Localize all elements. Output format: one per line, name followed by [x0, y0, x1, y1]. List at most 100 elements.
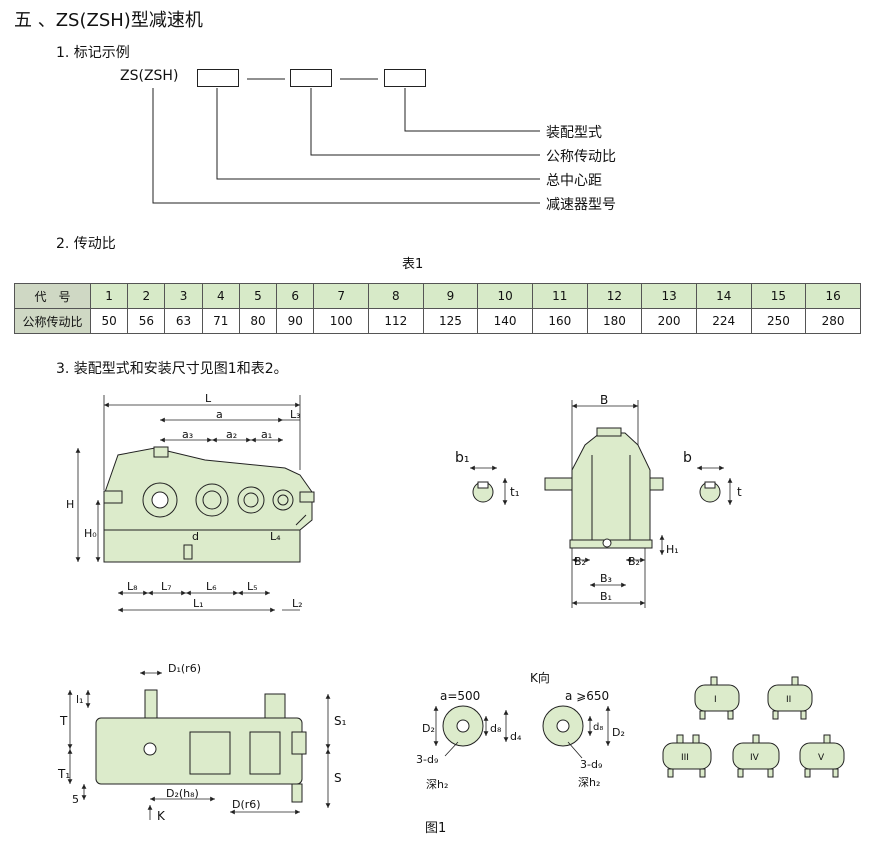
side-view — [544, 427, 664, 549]
section-title: 五 、ZS(ZSH)型减速机 — [14, 10, 203, 31]
dim-D2-left: D₂ — [422, 722, 435, 735]
dim-L4: L₄ — [270, 530, 281, 543]
table-cell: 250 — [750, 308, 807, 334]
table-cell: 90 — [276, 308, 315, 334]
label-nominal-ratio: 公称传动比 — [546, 149, 616, 165]
figure-caption: 图1 — [425, 821, 446, 836]
dim-a-650: a ⩾650 — [565, 689, 609, 703]
label-total-center-distance: 总中心距 — [546, 173, 602, 189]
table-cell: 140 — [477, 308, 533, 334]
dim-B3: B₃ — [600, 572, 612, 585]
dim-5: 5 — [72, 793, 79, 806]
assembly-type-II-label: II — [786, 695, 791, 705]
table-cell: 224 — [695, 308, 752, 334]
heading-ratio: 2. 传动比 — [56, 236, 116, 252]
assembly-type-III — [662, 734, 712, 778]
table-cell: 2 — [127, 283, 166, 309]
marking-code: ZS(ZSH) — [120, 68, 179, 84]
dim-d4: d₄ — [510, 730, 522, 743]
table-cell: 7 — [313, 283, 369, 309]
assembly-type-I-label: I — [714, 695, 717, 705]
dim-H0: H₀ — [84, 527, 97, 540]
dim-B2-right: B₂ — [628, 555, 640, 568]
assembly-type-III-label: III — [681, 753, 689, 763]
table-row: 代 号 1 2 3 4 5 6 7 8 9 10 11 12 13 14 15 … — [14, 283, 861, 309]
table-cell: 112 — [367, 308, 424, 334]
dim-l1: l₁ — [76, 693, 83, 706]
table-row: 公称传动比 50 56 63 71 80 90 100 112 125 140 … — [14, 308, 861, 334]
table-caption: 表1 — [402, 257, 424, 272]
heading-marking-example: 1. 标记示例 — [56, 45, 130, 61]
dim-L2: L₂ — [292, 597, 303, 610]
dim-a3: a₃ — [182, 428, 193, 441]
dim-H1: H₁ — [666, 543, 679, 556]
row-header-code: 代 号 — [14, 283, 91, 309]
table-cell: 10 — [477, 283, 533, 309]
table-cell: 63 — [164, 308, 203, 334]
table-cell: 50 — [89, 308, 129, 334]
dim-3-d9-left: 3-d₉ — [416, 753, 438, 766]
marking-box-3 — [384, 69, 426, 87]
dim-depth-h2-left: 深h₂ — [426, 778, 448, 791]
dim-a1: a₁ — [261, 428, 272, 441]
table-cell: 80 — [238, 308, 278, 334]
assembly-type-V-label: V — [818, 753, 825, 763]
ratio-table: 代 号 1 2 3 4 5 6 7 8 9 10 11 12 13 14 15 … — [14, 283, 861, 334]
table-cell: 14 — [695, 283, 752, 309]
label-assembly-type: 装配型式 — [546, 125, 602, 141]
table-cell: 125 — [422, 308, 479, 334]
dim-T: T — [59, 714, 68, 728]
row-header-ratio: 公称传动比 — [14, 308, 91, 334]
table-cell: 12 — [586, 283, 643, 309]
assembly-type-V — [799, 734, 845, 778]
dim-t: t — [737, 485, 742, 499]
dim-depth-h2-right: 深h₂ — [578, 776, 600, 789]
table-cell: 4 — [201, 283, 240, 309]
top-view — [95, 689, 307, 803]
table-cell: 71 — [201, 308, 240, 334]
dim-d: d — [192, 530, 199, 543]
dim-a2: a₂ — [226, 428, 237, 441]
dim-L6: L₆ — [206, 580, 217, 593]
label-reducer-model: 减速器型号 — [546, 197, 616, 213]
dim-B: B — [600, 393, 608, 407]
dim-L1: L₁ — [193, 597, 204, 610]
table-cell: 11 — [531, 283, 588, 309]
dim-L8: L₈ — [127, 580, 138, 593]
table-cell: 160 — [531, 308, 588, 334]
dim-b: b — [683, 450, 692, 466]
dim-d8-right: d₈ — [593, 722, 603, 733]
dim-L7: L₇ — [161, 580, 172, 593]
dim-K: K — [157, 809, 166, 823]
assembly-type-I — [694, 676, 740, 720]
dim-B1: B₁ — [600, 590, 612, 603]
dim-S: S — [334, 771, 342, 785]
table-cell: 56 — [127, 308, 166, 334]
table-cell: 6 — [276, 283, 315, 309]
table-cell: 13 — [641, 283, 697, 309]
dim-D2-right: D₂ — [612, 726, 625, 739]
dim-D1-r6: D₁(r6) — [168, 662, 201, 675]
table-cell: 15 — [750, 283, 807, 309]
dim-H: H — [66, 498, 74, 511]
table-cell: 180 — [586, 308, 643, 334]
assembly-type-IV-label: IV — [750, 753, 760, 763]
table-cell: 1 — [89, 283, 129, 309]
view-k-label: K向 — [530, 670, 550, 685]
table-cell: 3 — [164, 283, 203, 309]
figure-1-drawing: L L₃ a a₃ a₂ a₁ H H₀ d L₄ L₈ L₇ L₆ L₅ L₁… — [57, 392, 845, 836]
table-cell: 200 — [641, 308, 697, 334]
dim-d8-left: d₈ — [490, 722, 502, 735]
dim-T1: T₁ — [57, 767, 70, 781]
dim-t1: t₁ — [510, 485, 520, 499]
dim-b1: b₁ — [455, 450, 470, 466]
dim-L: L — [205, 392, 212, 405]
marking-box-2 — [290, 69, 332, 87]
marking-leader-lines — [152, 78, 540, 204]
dim-L5: L₅ — [247, 580, 258, 593]
dim-a: a — [216, 408, 223, 421]
assembly-type-IV — [732, 734, 780, 778]
table-cell: 16 — [805, 283, 861, 309]
dim-a-500: a=500 — [440, 689, 480, 703]
table-cell: 100 — [313, 308, 369, 334]
